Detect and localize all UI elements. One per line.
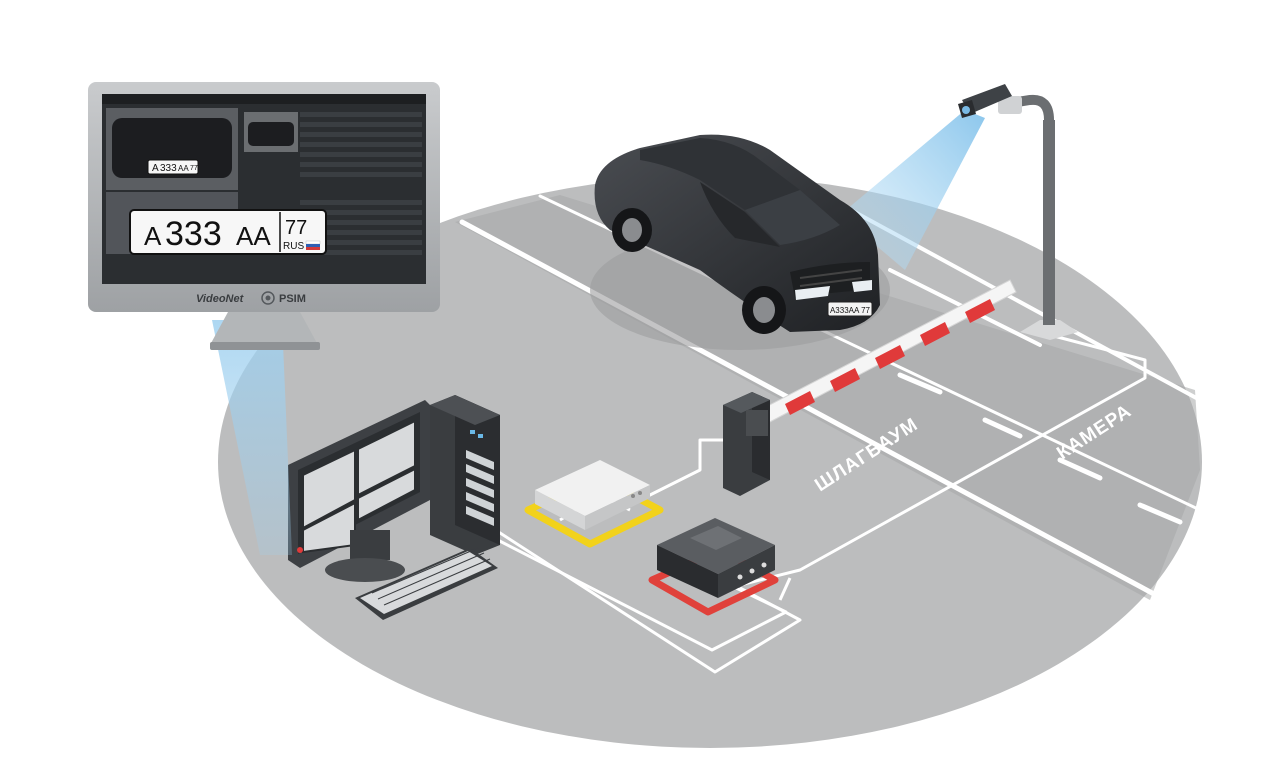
plate-large-region: 77 xyxy=(285,217,307,239)
cctv-camera-icon xyxy=(958,84,1012,118)
monitor-product: PSIM xyxy=(279,293,306,305)
plate-large-country: RUS xyxy=(283,241,304,252)
car-icon: A333AA 77 xyxy=(590,134,890,350)
plate-small-region: 77 xyxy=(190,165,198,172)
emblem-icon xyxy=(261,291,275,305)
camera-beam xyxy=(840,110,985,270)
network-switch-icon xyxy=(648,518,779,616)
plate-small-digits: 333 xyxy=(160,163,177,174)
plate-large: A 333 AA 77 RUS xyxy=(129,209,327,255)
camera-assembly xyxy=(840,84,1078,340)
monitor-link-beam xyxy=(212,320,292,555)
keyboard-icon xyxy=(355,547,498,620)
monitor-icon: A 333 AA 77 A 333 AA 77 RUS VideoNet PSI xyxy=(88,82,440,350)
boom-barrier-icon xyxy=(723,279,1017,496)
controller-box-icon xyxy=(524,460,664,548)
plate-large-digits: 333 xyxy=(165,215,222,253)
plate-large-series-left: A xyxy=(144,221,162,251)
server-icon xyxy=(430,395,500,555)
car-plate-text: A333AA 77 xyxy=(830,306,871,315)
plate-small-series-right: AA xyxy=(178,164,189,173)
russia-flag-icon xyxy=(305,240,321,250)
plate-small-series-left: A xyxy=(152,163,159,174)
plate-small: A 333 AA 77 xyxy=(147,159,199,175)
plate-large-series-right: AA xyxy=(236,221,271,251)
workstation-monitor xyxy=(288,400,430,582)
monitor-brand: VideoNet xyxy=(196,293,245,305)
